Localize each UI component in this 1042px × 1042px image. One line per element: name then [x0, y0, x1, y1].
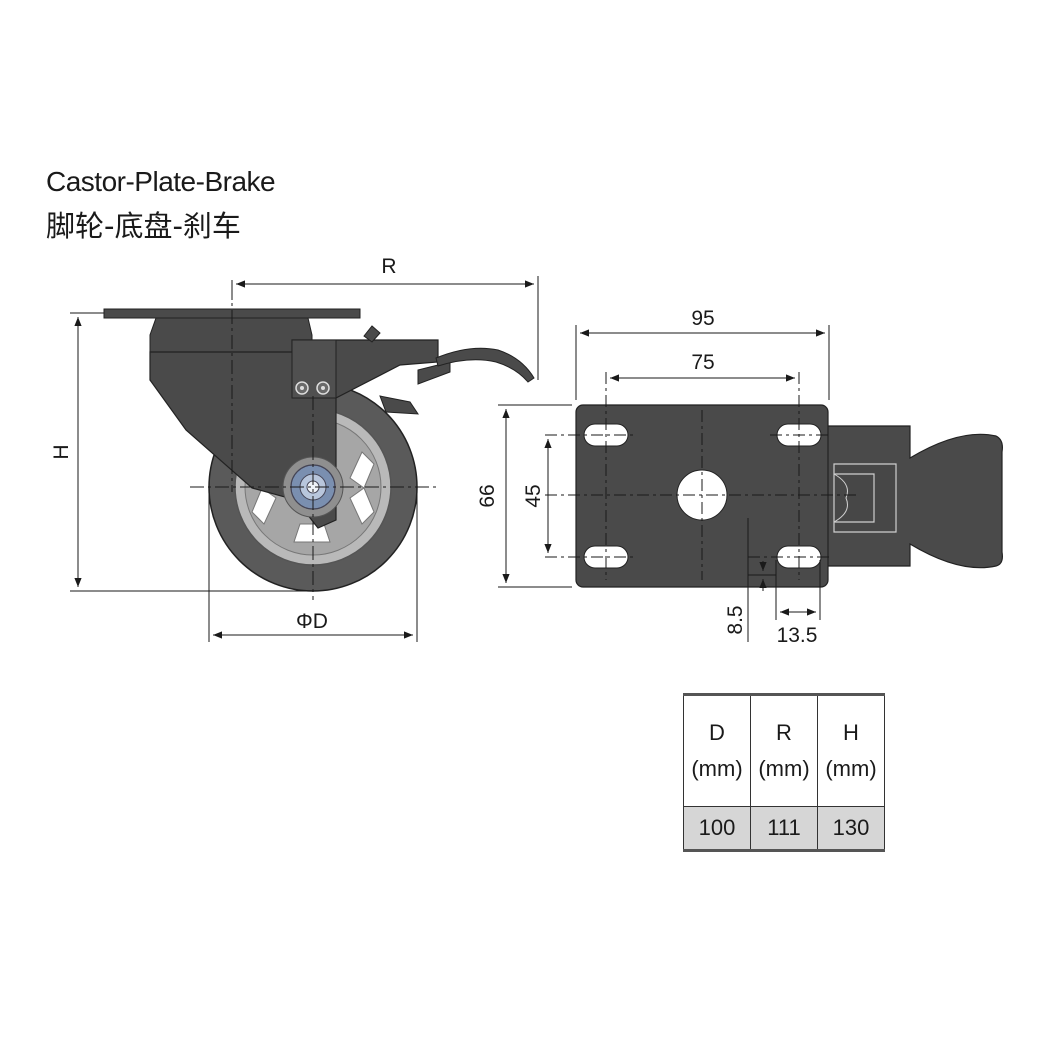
swivel-head	[149, 317, 313, 353]
dim-label-r: R	[381, 255, 396, 278]
brake-lever	[363, 325, 381, 343]
spec-header-unit: (mm)	[691, 756, 743, 781]
dim-label-h: H	[50, 444, 73, 459]
castor-side-view	[103, 285, 535, 600]
spec-header-unit: (mm)	[758, 756, 810, 781]
spec-value-d: 100	[683, 806, 751, 852]
plate-view-dimensions	[498, 325, 830, 642]
brake-pedal	[435, 347, 535, 383]
spec-header-name: H	[843, 720, 859, 745]
plate-top-view	[545, 372, 1003, 588]
spec-table: D (mm) R (mm) H (mm) 100 111 130	[683, 693, 885, 852]
spec-header-name: D	[709, 720, 725, 745]
spec-value-h: 130	[817, 806, 885, 852]
rivets	[295, 381, 330, 395]
dim-label-8-5: 8.5	[724, 605, 747, 634]
dim-label-66: 66	[476, 484, 499, 507]
dim-label-d: ΦD	[296, 610, 328, 633]
spec-value-r: 111	[750, 806, 818, 852]
title-english: Castor-Plate-Brake	[46, 166, 276, 197]
dim-label-75: 75	[691, 351, 714, 374]
dim-label-45: 45	[522, 484, 545, 507]
dim-label-95: 95	[691, 307, 714, 330]
spec-header-name: R	[776, 720, 792, 745]
spec-header-r: R (mm)	[750, 693, 818, 807]
spec-header-h: H (mm)	[817, 693, 885, 807]
spec-header-d: D (mm)	[683, 693, 751, 807]
spec-table-value-row: 100 111 130	[683, 806, 885, 852]
spec-header-unit: (mm)	[825, 756, 877, 781]
dim-label-13-5: 13.5	[777, 624, 818, 647]
side-view-dimensions	[70, 276, 539, 642]
title-chinese: 脚轮-底盘-刹车	[46, 209, 241, 243]
spec-table-header-row: D (mm) R (mm) H (mm)	[683, 693, 885, 807]
